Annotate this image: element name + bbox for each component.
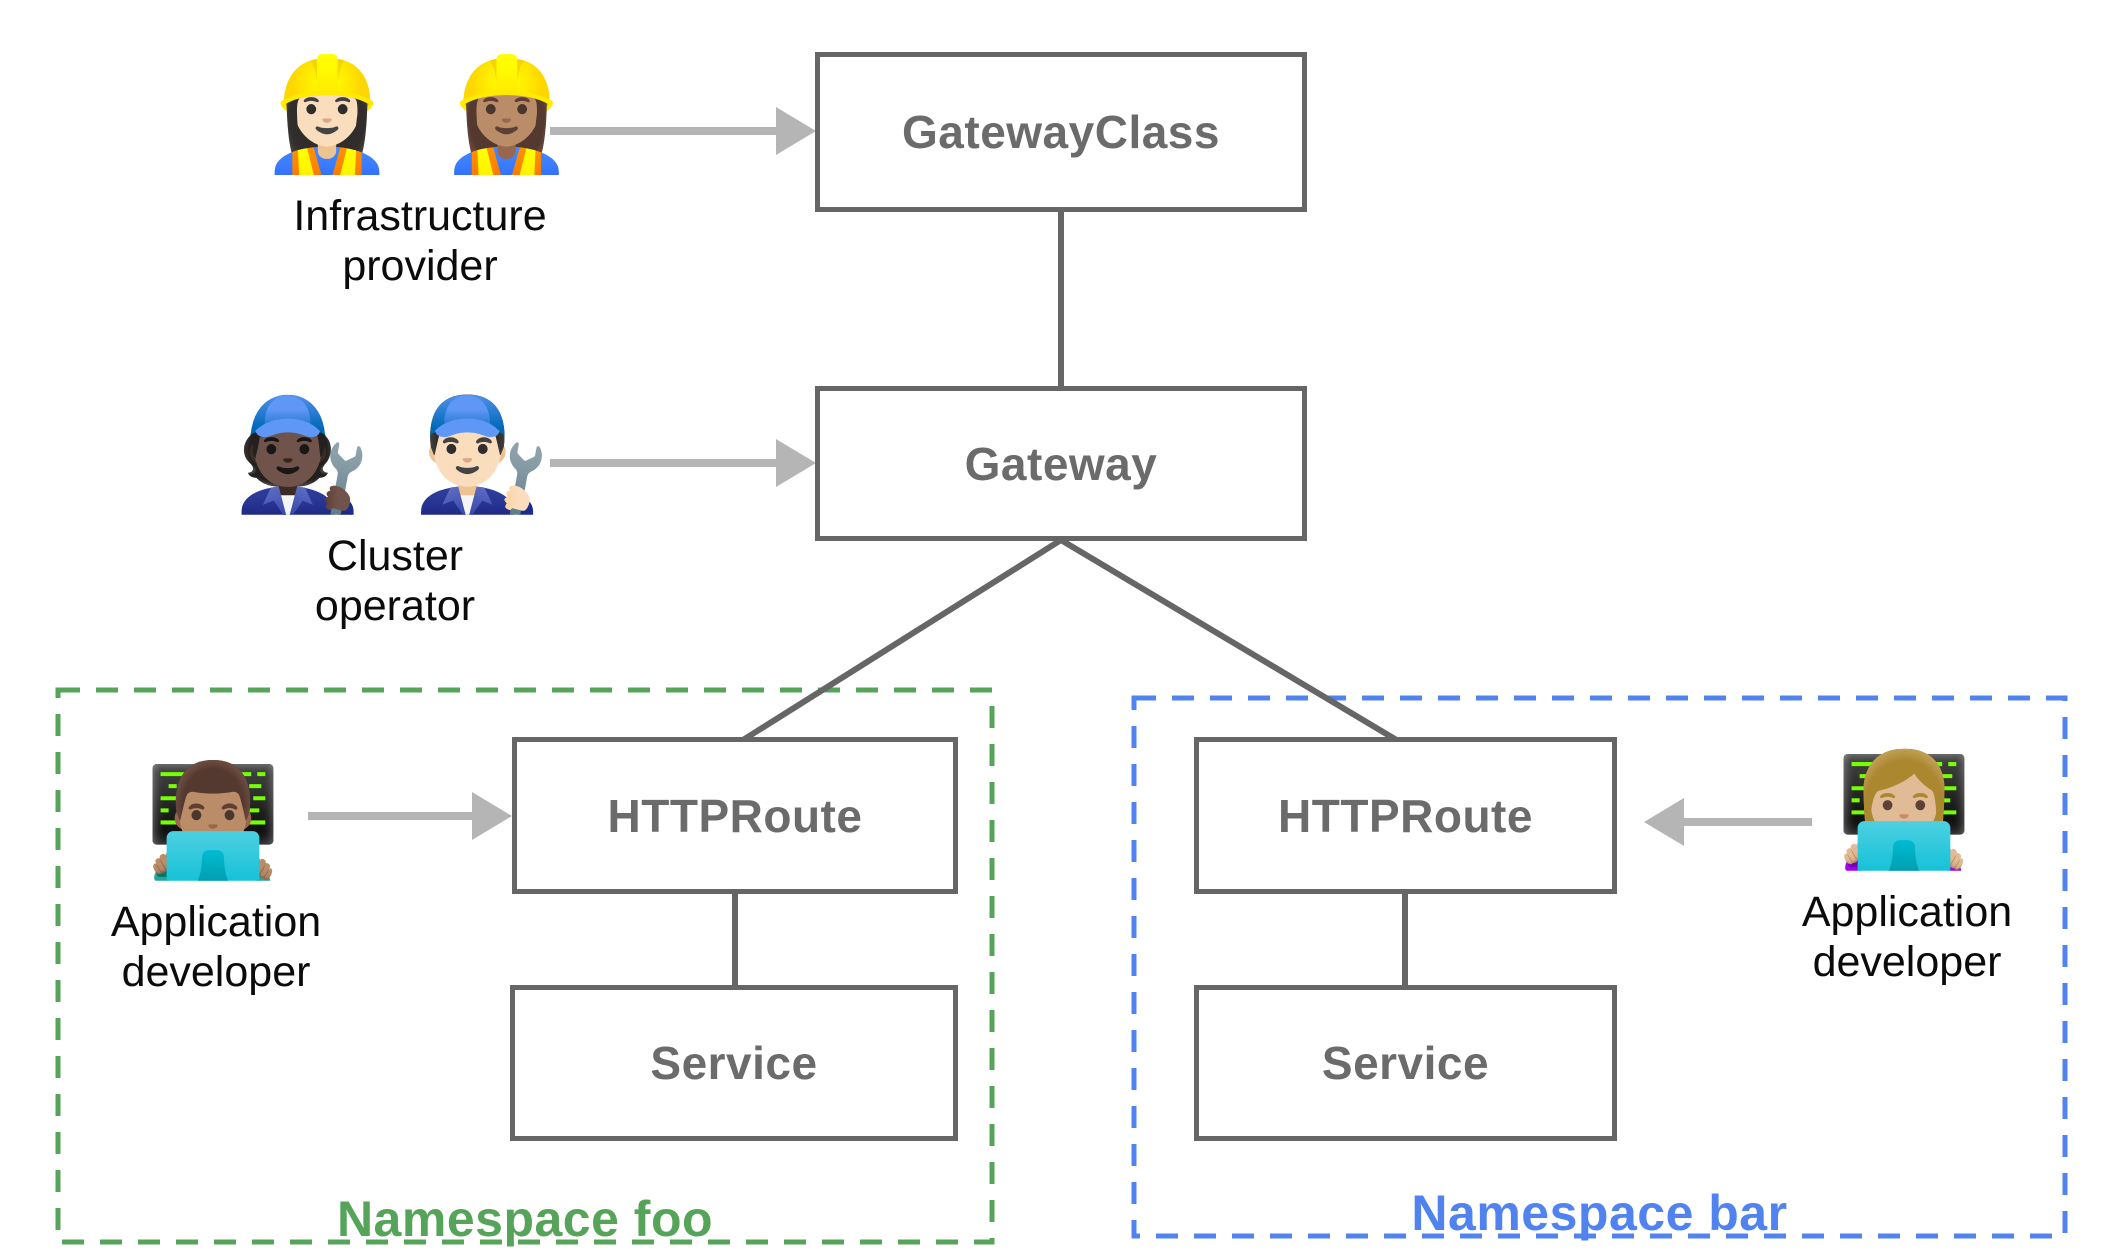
node-service-foo-label: Service (650, 1037, 818, 1089)
persona-infrastructure-provider-label: Infrastructure provider (293, 191, 547, 291)
node-httproute-foo: HTTPRoute (512, 737, 958, 894)
namespace-foo-boundary (55, 687, 995, 1245)
persona-app-developer-foo-label: Application developer (110, 897, 322, 997)
node-service-bar-label: Service (1321, 1037, 1490, 1089)
node-gatewayclass: GatewayClass (815, 52, 1307, 212)
arrow-cluster-operator (550, 439, 816, 487)
persona-cluster-operator: 🧑🏿‍🔧 👨🏻‍🔧 Cluster operator (155, 392, 635, 632)
namespace-foo-label: Namespace foo (336, 1191, 714, 1247)
arrow-app-developer-foo (308, 792, 512, 840)
node-httproute-bar-label: HTTPRoute (1278, 789, 1533, 842)
namespace-bar-label: Namespace bar (1411, 1185, 1788, 1241)
construction-worker-emoji-icon: 👷🏻‍♀️ 👷🏽‍♀️ (258, 53, 582, 176)
node-service-foo: Service (510, 985, 958, 1141)
node-gateway-label: Gateway (964, 437, 1158, 490)
arrow-app-developer-bar (1644, 798, 1812, 846)
namespace-bar-boundary (1131, 695, 2068, 1239)
node-service-bar: Service (1194, 985, 1617, 1141)
arrow-infrastructure-provider (550, 107, 816, 155)
persona-app-developer-bar-label: Application developer (1801, 887, 2013, 987)
man-technologist-emoji-icon: 👨🏽‍💻 (144, 759, 288, 882)
node-gatewayclass-label: GatewayClass (902, 106, 1220, 158)
woman-technologist-emoji-icon: 👩🏼‍💻 (1835, 749, 1979, 872)
node-httproute-bar: HTTPRoute (1194, 737, 1617, 894)
node-gateway: Gateway (815, 386, 1307, 541)
connector-gateway-httproutes (733, 536, 1407, 748)
persona-app-developer-bar: 👩🏼‍💻 Application developer (1717, 748, 2097, 988)
mechanic-emoji-icon: 🧑🏿‍🔧 👨🏻‍🔧 (233, 393, 557, 516)
persona-infrastructure-provider: 👷🏻‍♀️ 👷🏽‍♀️ Infrastructure provider (180, 52, 660, 292)
persona-app-developer-foo: 👨🏽‍💻 Application developer (26, 758, 406, 998)
persona-cluster-operator-label: Cluster operator (314, 531, 476, 631)
node-httproute-foo-label: HTTPRoute (607, 789, 863, 842)
